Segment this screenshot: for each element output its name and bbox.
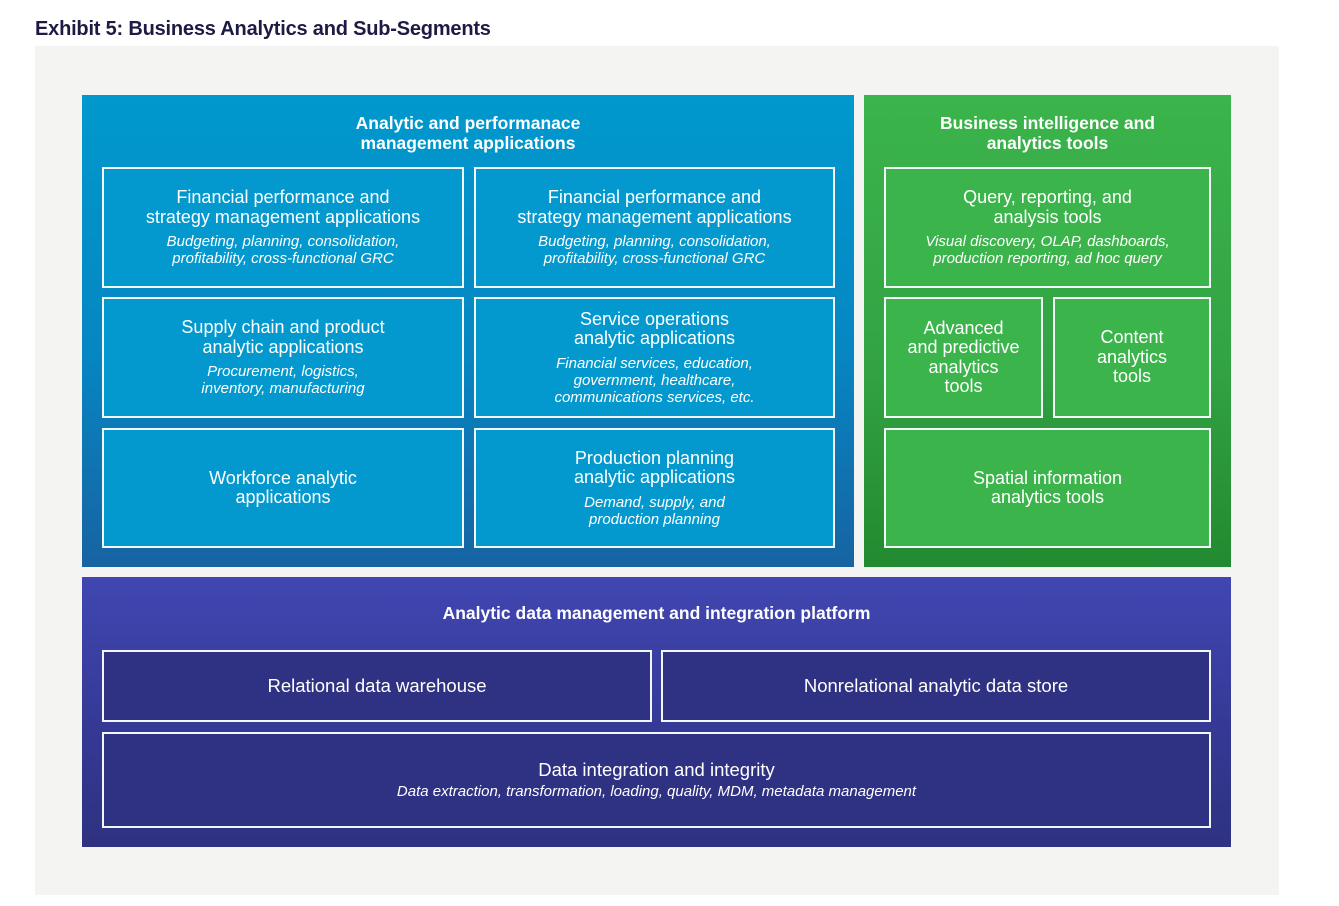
- exhibit-title: Exhibit 5: Business Analytics and Sub-Se…: [35, 18, 491, 40]
- data-integration-box: Data integration and integrity Data extr…: [102, 732, 1211, 828]
- box-title: Financial performance and strategy manag…: [517, 187, 792, 227]
- box-title: Relational data warehouse: [267, 675, 487, 697]
- box-title: Advanced and predictive analytics tools: [907, 317, 1020, 396]
- panel-title: Analytic data management and integration…: [442, 603, 871, 623]
- panel-title-line: management applications: [360, 133, 576, 153]
- box-title: Data integration and integrity: [538, 758, 775, 780]
- box-title: Workforce analytic applications: [209, 467, 357, 507]
- panel-title-line: analytics tools: [986, 133, 1109, 153]
- query-reporting-box: Query, reporting, and analysis tools Vis…: [884, 167, 1211, 288]
- box-title: Production planning analytic application…: [573, 447, 736, 487]
- box-title: Spatial information analytics tools: [972, 467, 1123, 507]
- box-title: Nonrelational analytic data store: [803, 675, 1069, 697]
- financial-performance-box-2: Financial performance and strategy manag…: [474, 167, 835, 288]
- relational-data-warehouse-box: Relational data warehouse: [102, 650, 652, 722]
- box-title: Supply chain and product analytic applic…: [181, 317, 385, 357]
- box-title: Query, reporting, and analysis tools: [963, 187, 1132, 227]
- advanced-predictive-box: Advanced and predictive analytics tools: [884, 297, 1043, 418]
- nonrelational-data-store-box: Nonrelational analytic data store: [661, 650, 1211, 722]
- box-title: Content analytics tools: [1096, 327, 1168, 387]
- box-subtitle: Visual discovery, OLAP, dashboards, prod…: [925, 233, 1170, 267]
- service-operations-box: Service operations analytic applications…: [474, 297, 835, 418]
- panel-title-line: Business intelligence and: [940, 113, 1155, 133]
- box-title: Financial performance and strategy manag…: [145, 187, 421, 227]
- production-planning-box: Production planning analytic application…: [474, 428, 835, 548]
- box-subtitle: Demand, supply, and production planning: [584, 493, 725, 528]
- panel-title: Analytic and performanace management app…: [82, 113, 854, 153]
- panel-title-line: Analytic and performanace: [355, 113, 581, 133]
- box-subtitle: Financial services, education, governmen…: [554, 354, 755, 406]
- supply-chain-box: Supply chain and product analytic applic…: [102, 297, 464, 418]
- spatial-information-box: Spatial information analytics tools: [884, 428, 1211, 548]
- panel-title: Business intelligence and analytics tool…: [864, 113, 1231, 153]
- box-subtitle: Budgeting, planning, consolidation, prof…: [166, 233, 400, 267]
- content-analytics-box: Content analytics tools: [1053, 297, 1211, 418]
- box-subtitle: Procurement, logistics, inventory, manuf…: [201, 363, 365, 397]
- box-subtitle: Budgeting, planning, consolidation, prof…: [538, 233, 771, 267]
- financial-performance-box-1: Financial performance and strategy manag…: [102, 167, 464, 288]
- box-title: Service operations analytic applications: [573, 308, 736, 348]
- workforce-box: Workforce analytic applications: [102, 428, 464, 548]
- box-subtitle: Data extraction, transformation, loading…: [396, 783, 917, 801]
